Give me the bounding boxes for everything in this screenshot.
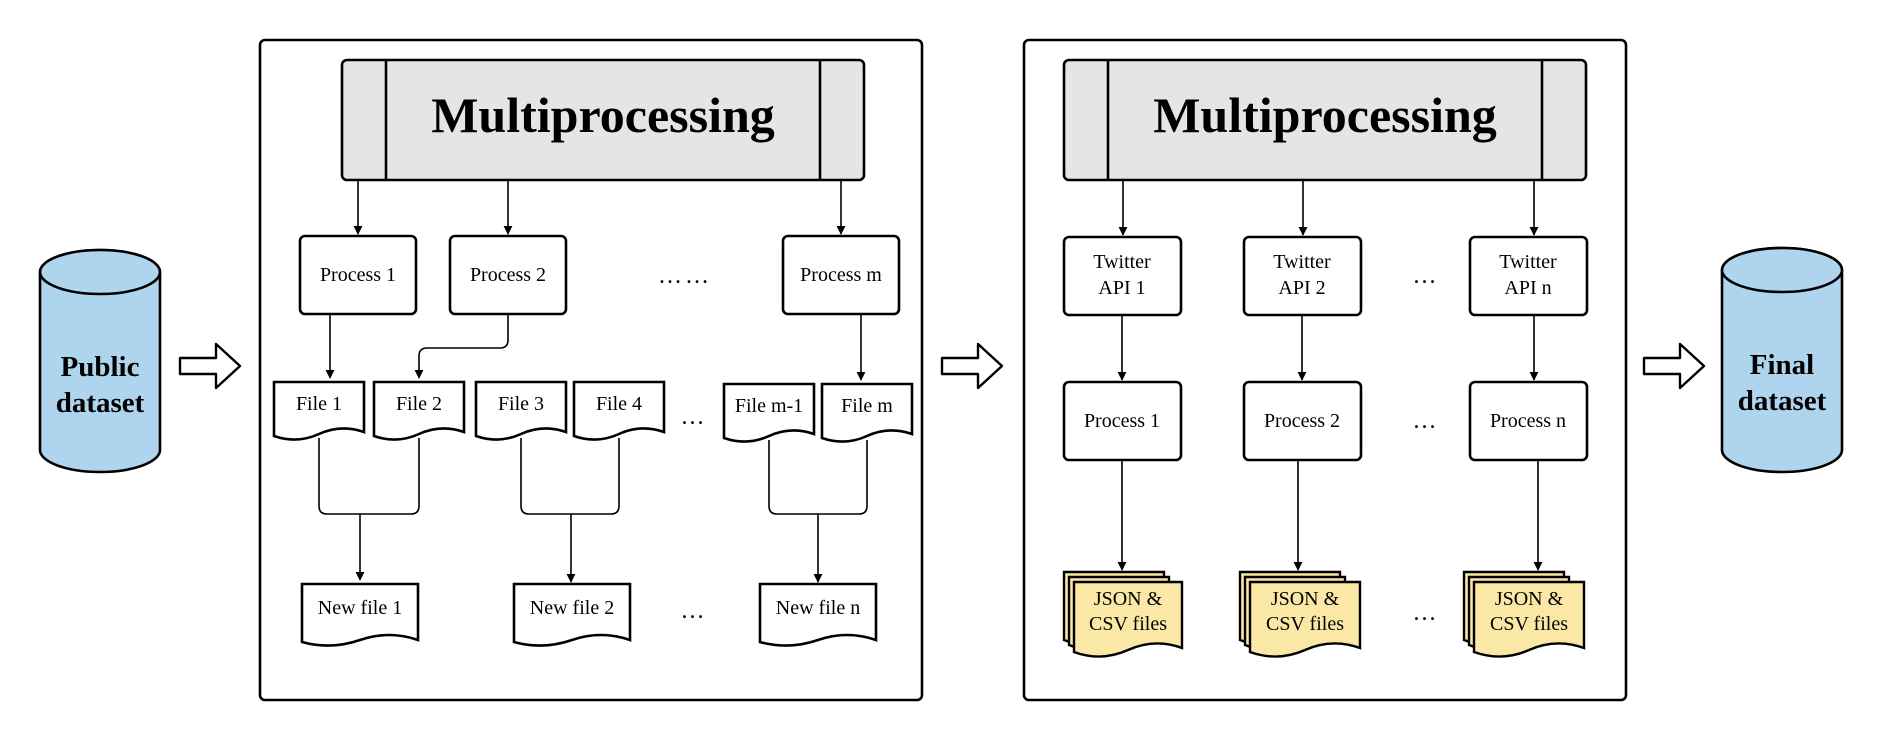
process-label: Process n bbox=[1490, 410, 1566, 432]
flow-arrow-icon bbox=[1642, 342, 1706, 390]
api-label-line2: API 1 bbox=[1098, 277, 1145, 299]
twitter-api-box: Twitter API n bbox=[1468, 235, 1589, 317]
new-file-label: New file 2 bbox=[530, 597, 614, 619]
stage2-multiprocessing-header: Multiprocessing bbox=[1062, 58, 1588, 182]
stage1-newfile-ellipsis: … bbox=[681, 598, 708, 624]
json-csv-files-stack: JSON & CSV files bbox=[1462, 570, 1586, 658]
stage2-panel: Multiprocessing Twitter API 1 Twitter AP… bbox=[1022, 38, 1628, 702]
json-csv-files-stack: JSON & CSV files bbox=[1062, 570, 1184, 658]
file-document: File 3 bbox=[474, 380, 568, 441]
new-file-label: New file 1 bbox=[318, 597, 402, 619]
stage1-process-ellipsis: …… bbox=[658, 263, 712, 289]
file-label: File m-1 bbox=[735, 395, 803, 417]
stage1-multiprocessing-header: Multiprocessing bbox=[340, 58, 866, 182]
stage1-process-box: Process 2 bbox=[448, 234, 568, 316]
twitter-api-box: Twitter API 1 bbox=[1062, 235, 1183, 317]
twitter-api-box: Twitter API 2 bbox=[1242, 235, 1363, 317]
process-label: Process 1 bbox=[1084, 410, 1160, 432]
stage1-panel: Multiprocessing Process 1 Process 2 …… P… bbox=[258, 38, 924, 702]
stage2-process-box: Process 2 bbox=[1242, 380, 1363, 462]
file-label: File 2 bbox=[396, 393, 442, 415]
file-document: File m bbox=[820, 382, 914, 443]
stage2-api-ellipsis: … bbox=[1413, 263, 1440, 289]
public-dataset-cylinder: Public dataset bbox=[38, 248, 162, 474]
output-label-line1: JSON & bbox=[1495, 588, 1564, 610]
output-label-line2: CSV files bbox=[1490, 613, 1568, 635]
flow-arrow-icon bbox=[178, 342, 242, 390]
file-document: File 2 bbox=[372, 380, 466, 441]
stage1-process-box: Process 1 bbox=[298, 234, 418, 316]
output-label-line1: JSON & bbox=[1094, 588, 1163, 610]
stage2-process-box: Process 1 bbox=[1062, 380, 1183, 462]
new-file-label: New file n bbox=[776, 597, 860, 619]
new-file-document: New file 2 bbox=[512, 582, 632, 647]
process-label: Process 2 bbox=[470, 264, 546, 286]
stage1-file-ellipsis: … bbox=[681, 404, 708, 430]
new-file-document: New file n bbox=[758, 582, 878, 647]
file-document: File m-1 bbox=[722, 382, 816, 443]
process-label: Process 2 bbox=[1264, 410, 1340, 432]
public-dataset-label-line1: Public bbox=[61, 351, 140, 383]
file-label: File 1 bbox=[296, 393, 342, 415]
stage2-header-title: Multiprocessing bbox=[1153, 87, 1497, 143]
stage2-process-box: Process n bbox=[1468, 380, 1589, 462]
api-label-line2: API n bbox=[1504, 277, 1551, 299]
flow-arrow-icon bbox=[940, 342, 1004, 390]
process-label: Process 1 bbox=[320, 264, 396, 286]
json-csv-files-stack: JSON & CSV files bbox=[1238, 570, 1362, 658]
stage2-output-ellipsis: … bbox=[1413, 600, 1440, 626]
output-label-line2: CSV files bbox=[1266, 613, 1344, 635]
final-dataset-label-line2: dataset bbox=[1738, 385, 1827, 417]
api-label-line1: Twitter bbox=[1093, 251, 1151, 273]
api-label-line1: Twitter bbox=[1499, 251, 1557, 273]
public-dataset-label-line2: dataset bbox=[56, 387, 145, 419]
file-document: File 1 bbox=[272, 380, 366, 441]
stage1-process-box: Process m bbox=[781, 234, 901, 316]
output-label-line1: JSON & bbox=[1271, 588, 1340, 610]
final-dataset-cylinder: Final dataset bbox=[1720, 246, 1844, 474]
file-label: File m bbox=[841, 395, 893, 417]
file-label: File 3 bbox=[498, 393, 544, 415]
final-dataset-label-line1: Final bbox=[1750, 349, 1814, 381]
stage1-header-title: Multiprocessing bbox=[431, 87, 775, 143]
stage2-process-ellipsis: … bbox=[1413, 408, 1440, 434]
file-document: File 4 bbox=[572, 380, 666, 441]
new-file-document: New file 1 bbox=[300, 582, 420, 647]
api-label-line2: API 2 bbox=[1278, 277, 1325, 299]
process-label: Process m bbox=[800, 264, 882, 286]
output-label-line2: CSV files bbox=[1089, 613, 1167, 635]
file-label: File 4 bbox=[596, 393, 642, 415]
api-label-line1: Twitter bbox=[1273, 251, 1331, 273]
